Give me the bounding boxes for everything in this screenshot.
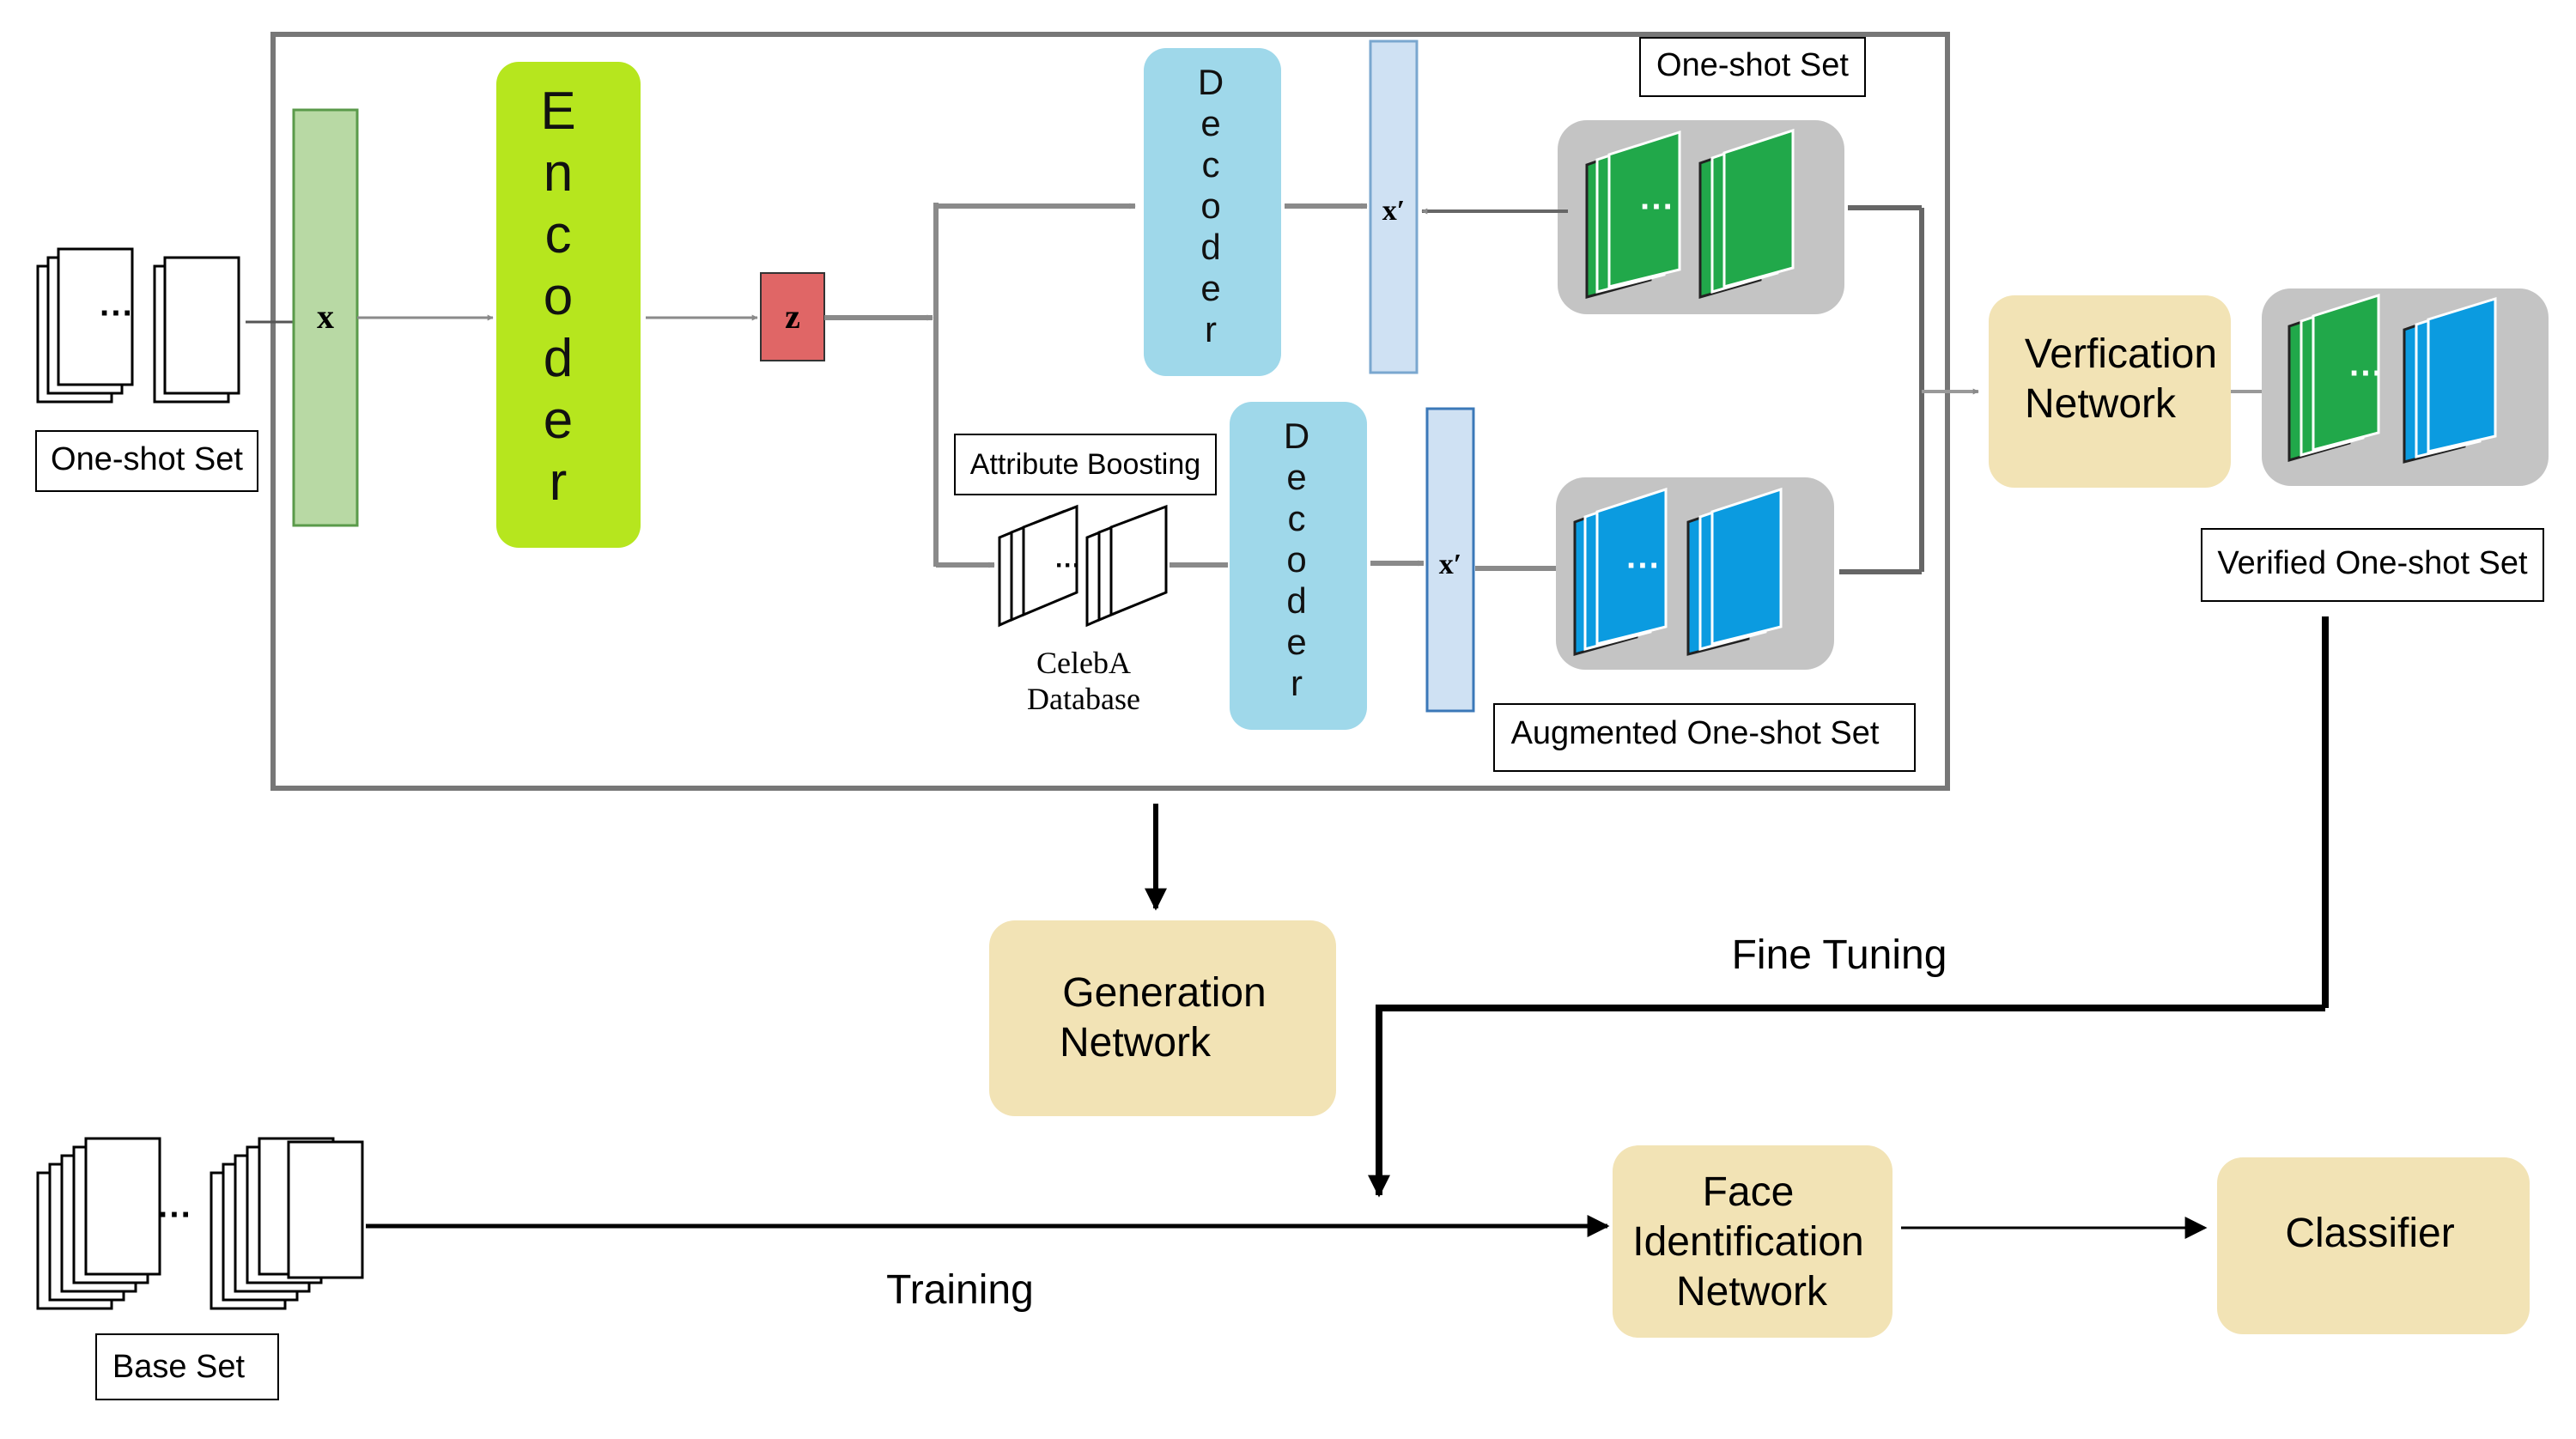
one-shot-set-top-label: One-shot Set (1656, 47, 1849, 83)
one-shot-set-left-label: One-shot Set (51, 441, 243, 477)
verified-card-ellipsis: ··· (2349, 355, 2384, 392)
decoder-bottom-letter: r (1291, 663, 1303, 703)
blue-card-stack (1573, 487, 1783, 656)
verification-network-box (1989, 295, 2231, 488)
face-identification-line1: Face (1703, 1169, 1795, 1215)
celeba-label-line1: CelebA (1036, 646, 1131, 680)
base-set-label: Base Set (112, 1349, 246, 1385)
encoder-letter: E (540, 82, 575, 141)
decoder-top-letter: o (1200, 185, 1220, 226)
face-identification-network-box (1613, 1145, 1893, 1338)
decoder-top-letter: d (1200, 227, 1220, 267)
z-block (760, 272, 825, 361)
verified-one-shot-set-box (2201, 528, 2544, 602)
encoder-letter: o (544, 267, 573, 326)
decoder-bottom-letter: D (1284, 416, 1309, 456)
augmented-one-shot-set-box (1493, 703, 1916, 772)
z-label: z (785, 297, 800, 336)
generation-network-frame (270, 32, 1950, 791)
fine-tuning-path (1368, 616, 2329, 1198)
green-card-ellipsis: ··· (1640, 188, 1674, 226)
face-identification-line3: Network (1676, 1269, 1828, 1315)
generation-network-line1: Generation (1062, 970, 1267, 1016)
celeba-ellipsis: ··· (1055, 551, 1081, 580)
classifier-box (2217, 1157, 2530, 1334)
decoder-bottom-letter: d (1286, 580, 1306, 621)
encoder-block (496, 62, 641, 548)
verified-card-stack (2287, 293, 2497, 464)
blue-card-ellipsis: ··· (1626, 547, 1661, 585)
classifier-label: Classifier (2285, 1211, 2454, 1256)
decoder-top-letter: c (1202, 144, 1220, 185)
celeba-image-stack (998, 504, 1168, 628)
one-shot-set-top-box (1639, 37, 1866, 97)
decoder-top-letter: D (1198, 62, 1224, 102)
x-label: x (317, 297, 334, 336)
verified-one-shot-set-label: Verified One-shot Set (2217, 545, 2528, 581)
decoder-bottom-block (1230, 402, 1367, 730)
x-prime-top-block (1369, 39, 1419, 374)
generation-network-line2: Network (1060, 1020, 1212, 1066)
encoder-letter: c (545, 205, 572, 264)
decoder-bottom-letter: c (1288, 498, 1306, 538)
fine-tuning-label: Fine Tuning (1732, 932, 1947, 978)
merge-connectors (1839, 205, 1924, 574)
verification-network-line1: Verfication (2025, 331, 2217, 377)
z-split-connectors (824, 203, 1136, 568)
attribute-boosting-box (954, 434, 1217, 495)
encoder-letter: r (550, 452, 568, 512)
attribute-boosting-label: Attribute Boosting (970, 448, 1200, 481)
x-prime-bottom-block (1425, 407, 1475, 713)
base-set-images (36, 1137, 364, 1310)
decoder-top-letter: e (1200, 103, 1220, 143)
encoder-letter: n (544, 143, 573, 203)
x-block (292, 108, 359, 527)
decoder-bottom-letter: o (1286, 539, 1306, 580)
decoder-top-letter: r (1205, 309, 1217, 349)
decoder-bottom-letter: e (1286, 622, 1306, 662)
x-prime-bottom-label: x′ (1439, 549, 1462, 580)
one-shot-set-left-box (35, 430, 258, 492)
verification-network-line2: Network (2025, 381, 2177, 427)
training-label: Training (886, 1267, 1034, 1313)
face-identification-line2: Identification (1632, 1219, 1864, 1265)
decoder-top-letter: e (1200, 268, 1220, 308)
one-shot-set-input-images: ··· (36, 247, 240, 404)
celeba-label-line2: Database (1027, 682, 1140, 716)
decoder-top-block (1144, 48, 1281, 376)
augmented-one-shot-set-label: Augmented One-shot Set (1511, 715, 1880, 751)
input-ellipsis: ··· (100, 294, 134, 332)
x-prime-top-label: x′ (1382, 195, 1406, 227)
green-card-stack (1585, 128, 1795, 299)
encoder-letter: d (544, 329, 573, 388)
base-set-ellipsis: ··· (158, 1196, 192, 1234)
generation-network-box (989, 920, 1336, 1116)
decoder-bottom-letter: e (1286, 457, 1306, 497)
base-set-box (95, 1333, 279, 1400)
encoder-letter: e (544, 391, 573, 450)
